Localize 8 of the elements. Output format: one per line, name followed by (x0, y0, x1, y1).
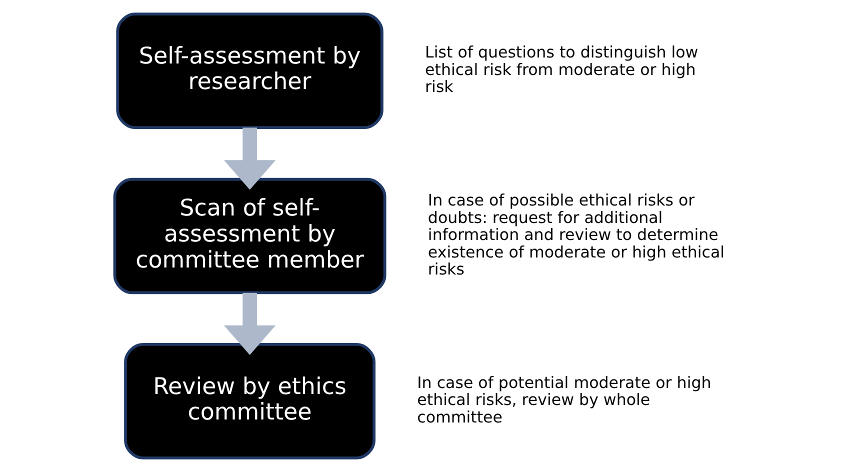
node-box: Review by ethics committee (124, 343, 376, 460)
arrow (224, 292, 276, 355)
arrow (224, 128, 276, 190)
node-box: Scan of self-assessment by committee member (113, 178, 386, 294)
node-label: In case of potential moderate or high ethical risks, review by whole committee (417, 373, 712, 426)
node-label: List of questions to distinguish low ethical risk from moderate or high risk (425, 42, 698, 96)
node-label: In case of possible ethical risks or doubts: request for additional information and review to determine existence of moderate or high ethical risks (428, 190, 725, 278)
node-box: Self-assessment by researcher (116, 12, 384, 129)
